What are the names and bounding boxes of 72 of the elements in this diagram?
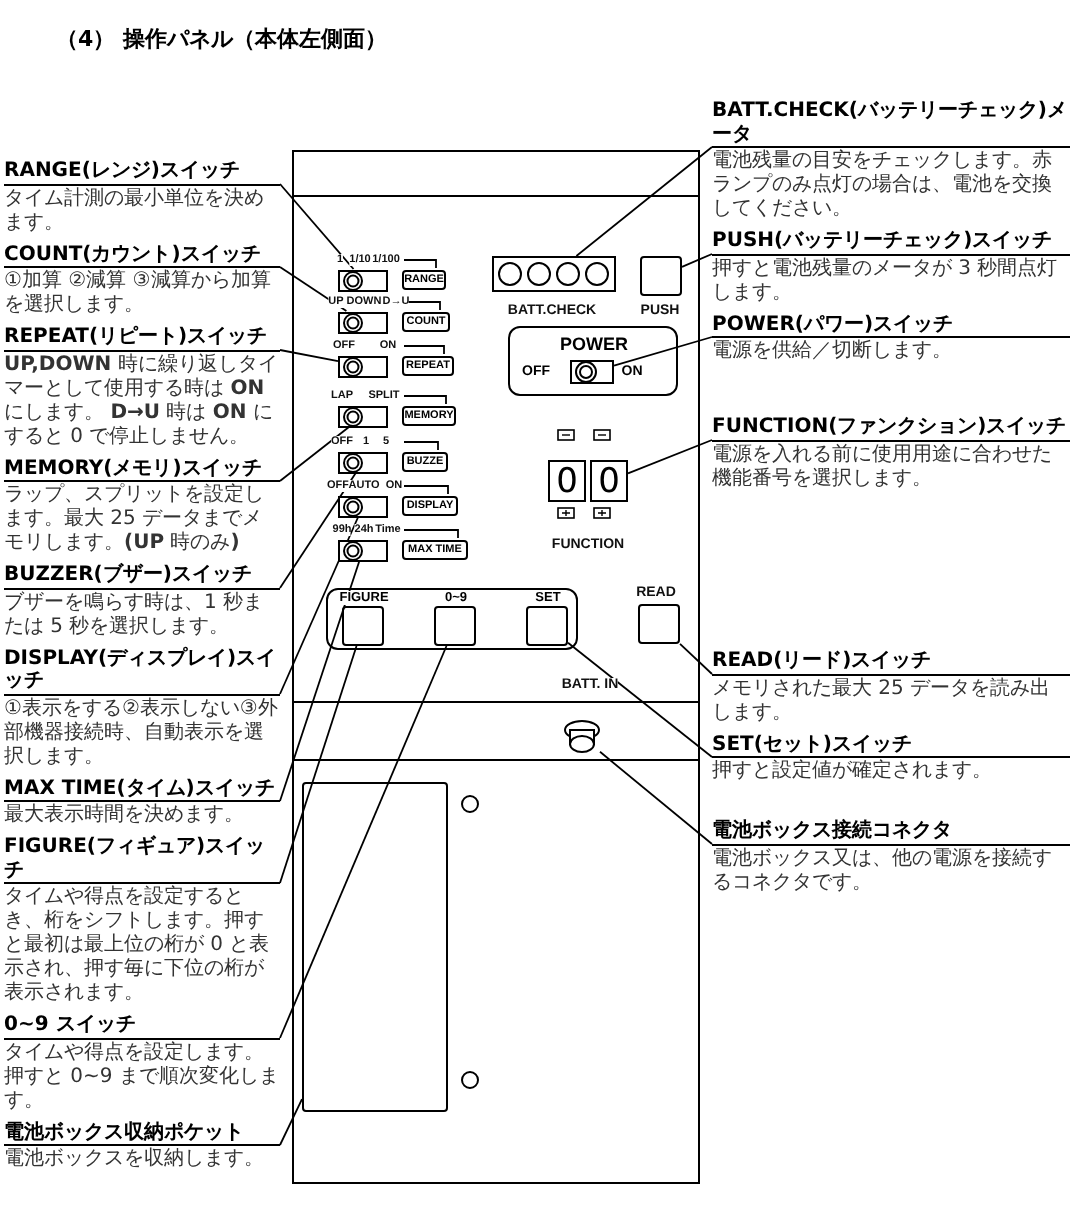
callout-description: 電池ボックス又は、他の電源を接続するコネクタです。 xyxy=(712,847,1054,895)
callout-heading: SET(セット)スイッチ xyxy=(712,733,1070,758)
leader-line xyxy=(567,641,713,758)
leader-line xyxy=(279,560,361,802)
callout-description: 押すと設定値が確定されます。 xyxy=(712,760,994,784)
leader-line xyxy=(279,183,355,270)
leader-line xyxy=(279,426,350,482)
callout-heading: BATT.CHECK(バッテリーチェック)メータ xyxy=(712,100,1070,148)
callout-description: ①加算 ②減算 ③減算から加算を選択します。 xyxy=(4,270,273,318)
toggle-switch xyxy=(570,360,614,384)
push-button xyxy=(342,606,384,646)
push-button xyxy=(434,606,476,646)
storage-pocket xyxy=(302,782,448,1112)
callout-description: UP,DOWN 時に繰り返しタイマーとして使用する時は ON にします。 D→U 時は ON にすると 0 で停止しません。 xyxy=(4,353,280,449)
callout-description: ラップ、スプリットを設定します。最大 25 データまでメモリします。(UP 時のみ) xyxy=(4,484,266,556)
callout-heading: DISPLAY(ディスプレイ)スイッチ xyxy=(4,647,280,695)
leader-line xyxy=(279,1098,303,1146)
leader-line xyxy=(279,645,448,1039)
toggle-switch xyxy=(338,405,388,427)
button-group-frame xyxy=(326,588,578,650)
leader-line xyxy=(681,253,713,268)
callout-description: ブザーを鳴らす時は、1 秒または 5 秒を選択します。 xyxy=(4,591,266,639)
leader-line xyxy=(627,439,713,475)
callout-description: ①表示をする②表示しない③外部機器接続時、自動表示を選択します。 xyxy=(4,697,280,769)
callout-description: 電源を供給／切断します。 xyxy=(712,340,954,364)
callout-description: メモリされた最大 25 データを読み出します。 xyxy=(712,677,1053,725)
callout-heading: MAX TIME(タイム)スイッチ xyxy=(4,777,280,802)
callout-heading: 電池ボックス収納ポケット xyxy=(4,1121,280,1146)
push-button xyxy=(638,604,680,644)
callout-description: タイムや得点を設定します。押すと 0~9 まで順次変化します。 xyxy=(4,1041,280,1113)
push-button xyxy=(526,606,568,646)
panel-label: POWER xyxy=(558,334,630,354)
callout-heading: MEMORY(メモリ)スイッチ xyxy=(4,457,280,482)
callout-heading: REPEAT(リピート)スイッチ xyxy=(4,326,280,351)
push-button xyxy=(640,256,682,296)
callout-description: タイムや得点を設定するとき、桁をシフトします。押すと最初は最上位の桁が 0 と表示され、押す毎に下位の桁が表示されます。 xyxy=(4,886,272,1006)
callout-heading: FIGURE(フィギュア)スイッチ xyxy=(4,836,280,884)
battery-meter xyxy=(492,256,616,292)
power-panel xyxy=(508,326,678,396)
callout-heading: 電池ボックス接続コネクタ xyxy=(712,820,1070,845)
callout-description: タイム計測の最小単位を決めます。 xyxy=(4,187,266,235)
callout-description: 電源を入れる前に使用用途に合わせた機能番号を選択します。 xyxy=(712,443,1054,491)
callout-heading: POWER(パワー)スイッチ xyxy=(712,313,1070,338)
callout-heading: FUNCTION(ファンクション)スイッチ xyxy=(712,416,1070,441)
toggle-switch xyxy=(338,355,388,377)
callout-heading: COUNT(カウント)スイッチ xyxy=(4,243,280,268)
leader-line xyxy=(279,645,358,884)
leader-line xyxy=(679,642,713,675)
toggle-switch xyxy=(338,311,388,333)
callout-heading: RANGE(レンジ)スイッチ xyxy=(4,160,280,185)
leader-line xyxy=(279,472,357,589)
leader-line xyxy=(613,336,713,367)
section-title: （4） 操作パネル（本体左側面） xyxy=(56,24,387,54)
leader-line xyxy=(599,750,713,845)
leader-line xyxy=(279,349,339,363)
toggle-switch xyxy=(338,539,388,561)
digit-display: 0 xyxy=(548,460,586,502)
toggle-switch xyxy=(338,495,388,517)
callout-heading: PUSH(バッテリーチェック)スイッチ xyxy=(712,230,1070,255)
leader-line xyxy=(279,516,360,695)
toggle-switch xyxy=(338,269,388,291)
callout-description: 電池残量の目安をチェックします。赤ランプのみ点灯の場合は、電池を交換してください。 xyxy=(712,150,1054,222)
connector-socket xyxy=(564,720,600,754)
leader-line xyxy=(279,266,348,312)
toggle-switch xyxy=(338,451,388,473)
callout-heading: BUZZER(ブザー)スイッチ xyxy=(4,564,280,589)
callout-description: 電池ボックスを収納します。 xyxy=(4,1148,266,1172)
callout-heading: READ(リード)スイッチ xyxy=(712,650,1070,675)
digit-display: 0 xyxy=(590,460,628,502)
callout-description: 押すと電池残量のメータが 3 秒間点灯します。 xyxy=(712,257,1060,305)
callout-description: 最大表示時間を決めます。 xyxy=(4,804,246,828)
callout-heading: 0~9 スイッチ xyxy=(4,1014,280,1039)
